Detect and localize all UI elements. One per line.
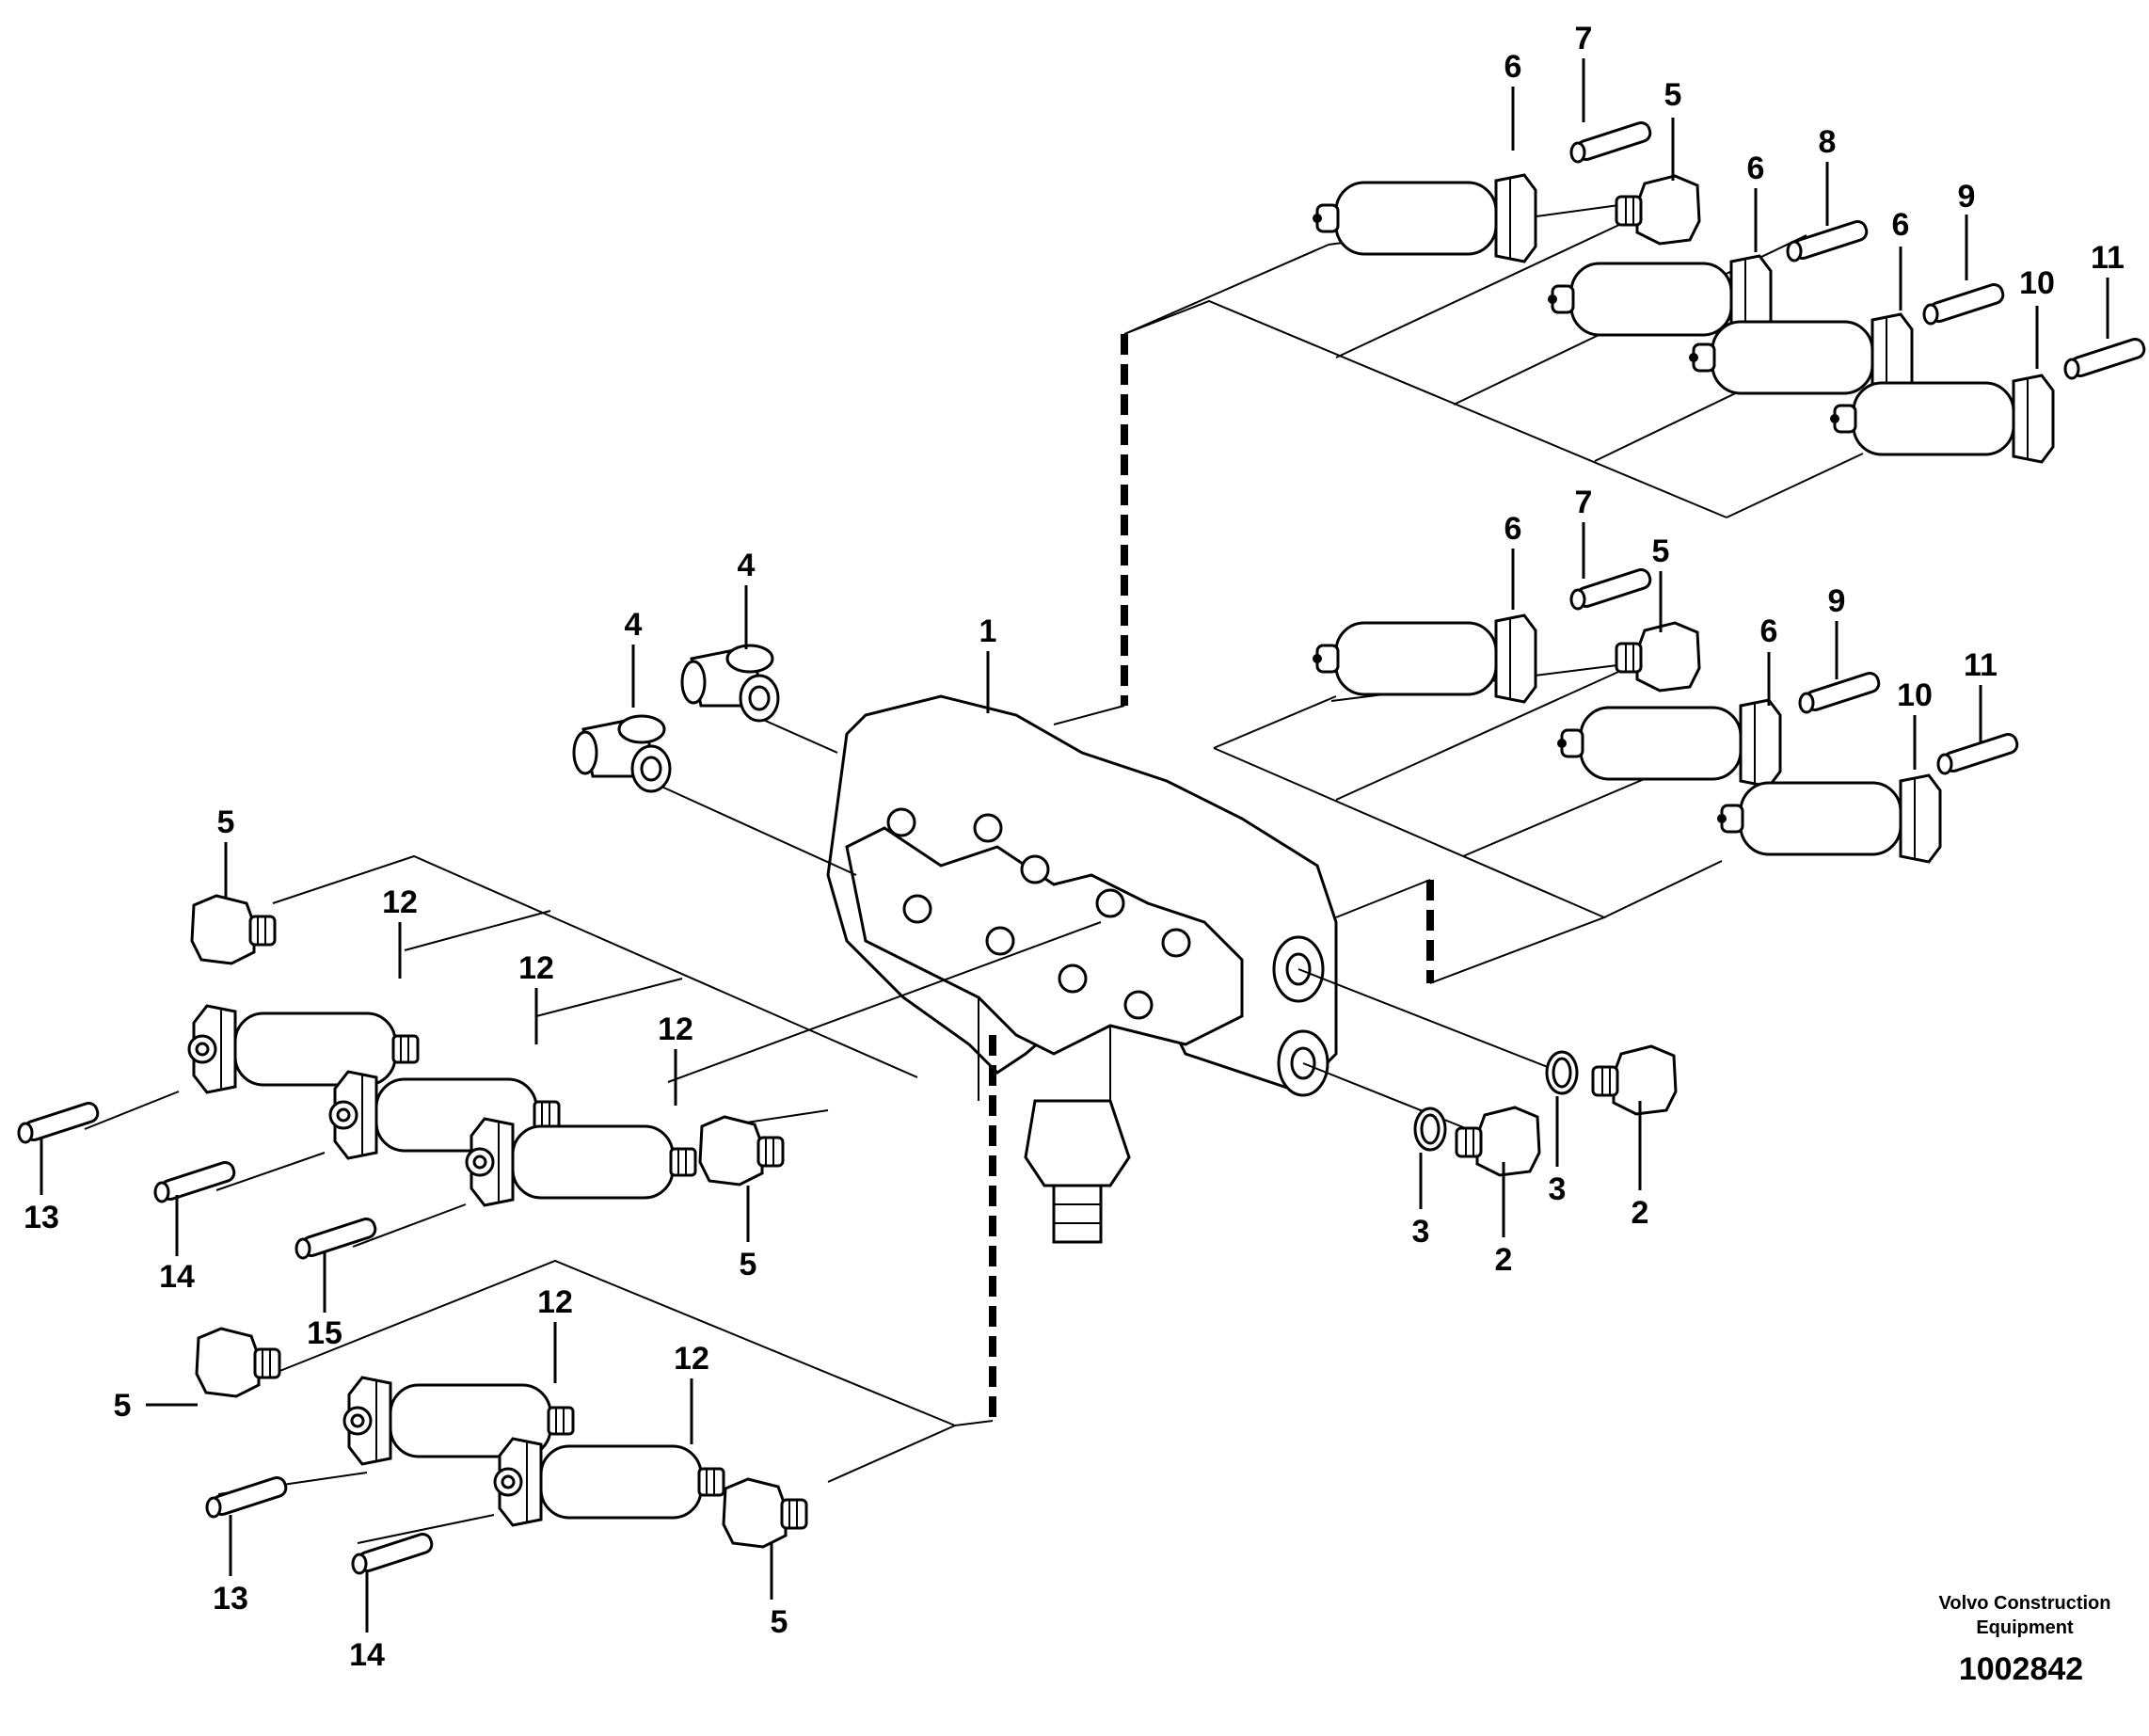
seal-ring-3-b: [1413, 1107, 1447, 1152]
callout-8: 8: [1819, 124, 1837, 160]
callout-5: 5: [771, 1604, 788, 1640]
callout-1: 1: [979, 613, 997, 649]
callout-12: 12: [382, 884, 418, 920]
callout-6: 6: [1747, 151, 1765, 186]
valve-body: [826, 694, 1338, 1244]
callout-5: 5: [1652, 534, 1670, 569]
callout-numbers: 6 7 5 6 8 6 9 10 11 6 7 5 6 9 10 11 4 4 …: [24, 21, 2125, 1673]
pin-15: [294, 1215, 379, 1260]
callout-10: 10: [1897, 677, 1933, 713]
callout-5: 5: [114, 1388, 132, 1424]
callout-5: 5: [217, 804, 235, 840]
callout-11: 11: [1964, 647, 1998, 683]
callout-12: 12: [518, 950, 554, 986]
callout-6: 6: [1892, 207, 1910, 243]
pin-13-lower: [205, 1473, 290, 1519]
pin-11-mid: [1936, 730, 2021, 775]
plug-5-upper: [1615, 174, 1701, 246]
callout-4: 4: [625, 607, 643, 643]
pin-9-mid: [1798, 669, 1883, 714]
plug-5-lower-b: [722, 1477, 808, 1549]
callout-13: 13: [24, 1200, 59, 1235]
callout-3: 3: [1549, 1171, 1567, 1207]
callout-14: 14: [159, 1259, 195, 1295]
plug-2-a: [1591, 1044, 1678, 1116]
solenoid-6-mid-b: [1555, 698, 1782, 788]
pin-11-upper: [2063, 335, 2148, 380]
solenoid-12-left-a: [187, 1004, 420, 1094]
callout-5: 5: [740, 1247, 757, 1282]
callout-12: 12: [674, 1341, 709, 1377]
solenoid-10-upper: [1828, 374, 2055, 464]
callout-11: 11: [2091, 240, 2125, 276]
solenoid-12-lower-b: [493, 1437, 725, 1527]
callout-2: 2: [1495, 1242, 1513, 1278]
callout-6: 6: [1760, 613, 1778, 649]
callout-6: 6: [1504, 49, 1522, 85]
callout-13: 13: [213, 1581, 248, 1617]
callout-9: 9: [1958, 179, 1976, 215]
callout-12: 12: [658, 1011, 693, 1047]
pin-14-lower: [351, 1530, 436, 1575]
pin-13-left: [17, 1099, 102, 1144]
callout-leaders: [40, 58, 2109, 1632]
callout-2: 2: [1632, 1195, 1649, 1231]
callout-7: 7: [1575, 485, 1593, 520]
callout-4: 4: [738, 548, 756, 583]
elbow-fitting-4-b: [572, 714, 672, 793]
elbow-fitting-4-a: [680, 644, 780, 723]
solenoid-12-left-c: [465, 1117, 697, 1207]
pin-9-upper: [1922, 280, 2007, 326]
callout-3: 3: [1412, 1214, 1430, 1250]
callout-7: 7: [1575, 21, 1593, 56]
solenoid-10-mid: [1715, 773, 1942, 864]
plug-5-left-a: [190, 894, 277, 965]
plug-5-lower-a: [195, 1327, 281, 1398]
solenoid-6-mid-a: [1311, 613, 1537, 704]
drawing-number: 1002842: [1959, 1651, 2083, 1687]
callout-14: 14: [349, 1637, 385, 1673]
callout-5: 5: [1664, 77, 1682, 113]
callout-10: 10: [2019, 265, 2055, 301]
callout-9: 9: [1828, 583, 1846, 619]
pin-7-upper: [1569, 119, 1654, 164]
solenoid-6-upper-a: [1311, 173, 1537, 263]
plug-2-b: [1455, 1106, 1541, 1177]
callout-12: 12: [537, 1284, 573, 1320]
callout-15: 15: [307, 1315, 342, 1351]
callout-6: 6: [1504, 511, 1522, 547]
plug-5-left-b: [698, 1115, 785, 1187]
seal-ring-3-a: [1545, 1050, 1579, 1095]
brand-line-1: Volvo Construction: [1939, 1593, 2111, 1614]
pin-14-left: [153, 1158, 238, 1203]
brand-line-2: Equipment: [1976, 1617, 2074, 1638]
plug-5-mid: [1615, 621, 1701, 693]
